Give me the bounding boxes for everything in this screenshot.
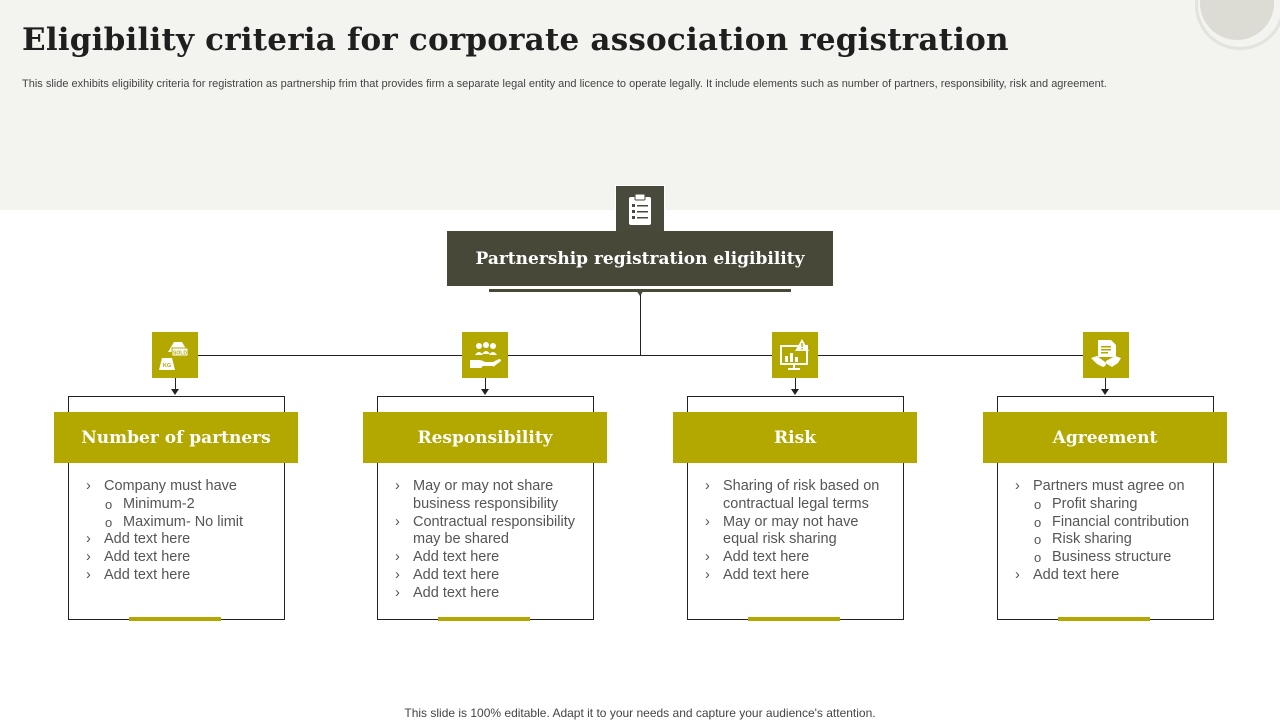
branch-connector — [175, 355, 1106, 356]
list-item: May or may not share business responsibi… — [395, 478, 585, 514]
list-subitem: Profit sharing — [1015, 496, 1205, 514]
card-heading-agreement: Agreement — [983, 412, 1227, 463]
hand-holding-people-icon — [462, 332, 508, 378]
connector-arrow-4 — [1105, 378, 1106, 390]
connector-arrow-1 — [175, 378, 176, 390]
card-heading-risk: Risk — [673, 412, 917, 463]
card-accent-bar — [1058, 617, 1150, 621]
list-subitem: Minimum-2 — [86, 496, 276, 514]
connector-arrow-3 — [795, 378, 796, 390]
list-item: Add text here — [705, 549, 895, 567]
list-subitem: Business structure — [1015, 549, 1205, 567]
handshake-document-icon — [1083, 332, 1129, 378]
list-item: Add text here — [86, 531, 276, 549]
list-item: Add text here — [395, 567, 585, 585]
list-subitem: Risk sharing — [1015, 531, 1205, 549]
card-list-partners: Company must have Minimum-2 Maximum- No … — [86, 478, 276, 585]
arrowhead-2 — [481, 389, 489, 395]
list-item: Add text here — [395, 585, 585, 603]
list-item: Add text here — [86, 549, 276, 567]
svg-text:KG: KG — [163, 363, 171, 369]
card-accent-bar — [129, 617, 221, 621]
list-item: Company must have — [86, 478, 276, 496]
slide-subtitle: This slide exhibits eligibility criteria… — [22, 78, 1107, 90]
list-item: May or may not have equal risk sharing — [705, 514, 895, 550]
list-item: Add text here — [86, 567, 276, 585]
list-subitem: Maximum- No limit — [86, 514, 276, 532]
card-list-agreement: Partners must agree on Profit sharing Fi… — [1015, 478, 1205, 585]
center-node-pointer — [636, 290, 644, 296]
card-accent-bar — [438, 617, 530, 621]
svg-text:SOLD: SOLD — [173, 351, 187, 357]
card-accent-bar — [748, 617, 840, 621]
list-item: Sharing of risk based on contractual leg… — [705, 478, 895, 514]
card-list-responsibility: May or may not share business responsibi… — [395, 478, 585, 603]
center-node-title: Partnership registration eligibility — [447, 231, 833, 286]
list-item: Add text here — [1015, 567, 1205, 585]
header-band — [0, 0, 1280, 210]
connector-arrow-2 — [485, 378, 486, 390]
card-heading-responsibility: Responsibility — [363, 412, 607, 463]
sold-weight-icon: SOLD KG — [152, 332, 198, 378]
list-subitem: Financial contribution — [1015, 514, 1205, 532]
page-title: Eligibility criteria for corporate assoc… — [22, 22, 1009, 58]
clipboard-checklist-icon — [615, 185, 665, 235]
list-item: Add text here — [705, 567, 895, 585]
trunk-connector — [640, 294, 641, 355]
card-heading-partners: Number of partners — [54, 412, 298, 463]
list-item: Contractual responsibility may be shared — [395, 514, 585, 550]
risk-warning-monitor-icon — [772, 332, 818, 378]
card-list-risk: Sharing of risk based on contractual leg… — [705, 478, 895, 585]
arrowhead-1 — [171, 389, 179, 395]
list-item: Add text here — [395, 549, 585, 567]
arrowhead-4 — [1101, 389, 1109, 395]
footer-note: This slide is 100% editable. Adapt it to… — [404, 706, 876, 720]
arrowhead-3 — [791, 389, 799, 395]
list-item: Partners must agree on — [1015, 478, 1205, 496]
